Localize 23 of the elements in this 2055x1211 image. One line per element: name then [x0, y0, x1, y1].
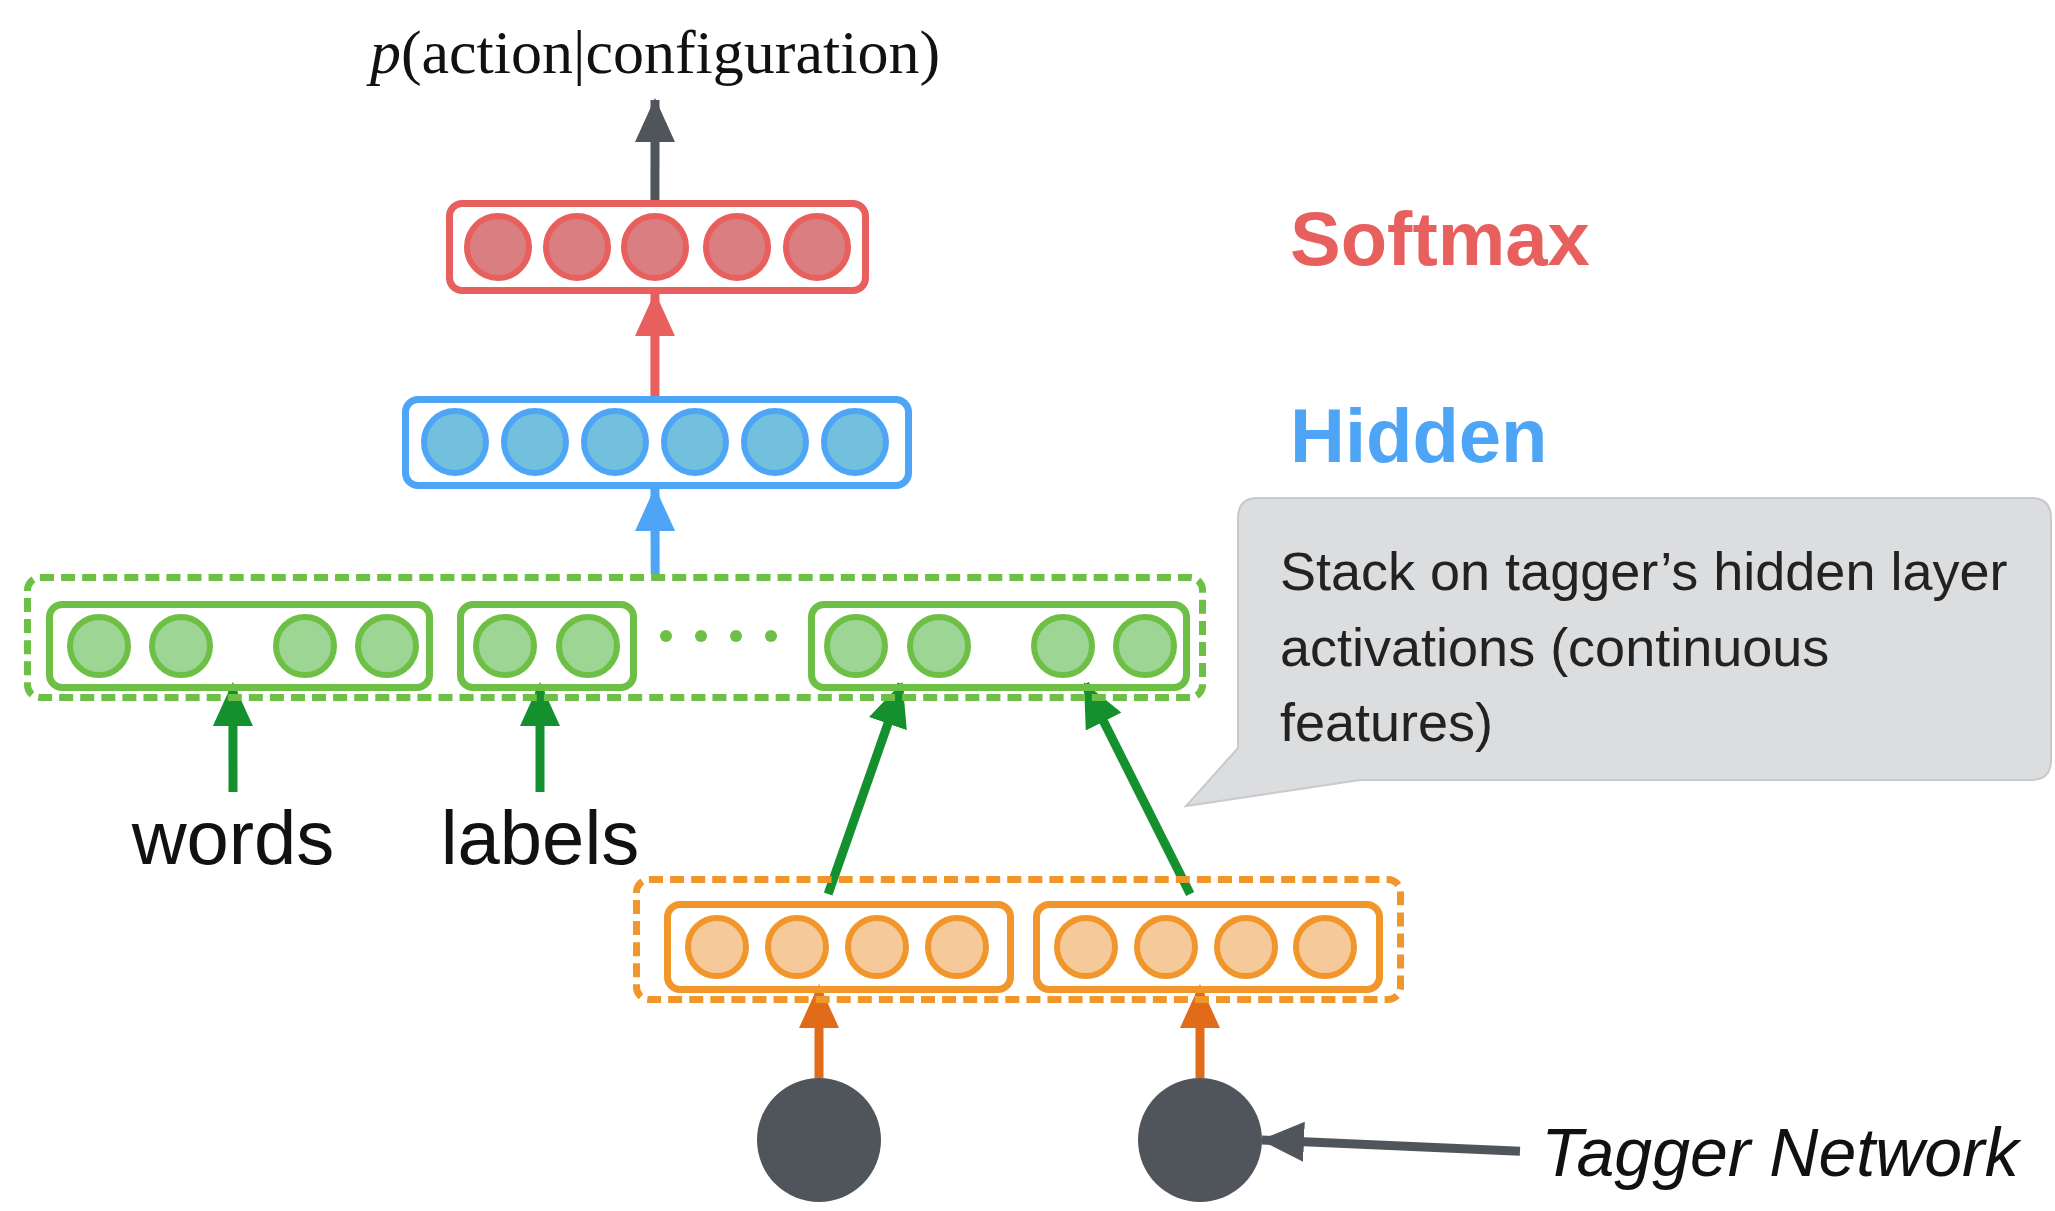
- tagger-hidden-layer: [664, 901, 1014, 993]
- input-layer-group: [24, 574, 1206, 701]
- tagger-features-layer: [808, 601, 1190, 691]
- softmax-layer: [446, 200, 869, 294]
- tagger-hidden-group: [633, 876, 1404, 1003]
- hidden-layer: [402, 396, 912, 489]
- label-features-layer: [457, 601, 637, 691]
- arrow: [635, 98, 675, 200]
- arrow: [520, 682, 560, 792]
- word-features-layer: [46, 601, 433, 691]
- layer-label: Softmax: [1290, 195, 1590, 282]
- layer-label: Hidden: [1290, 392, 1548, 479]
- arrow: [1179, 984, 1220, 1078]
- node-text: words: [131, 793, 335, 881]
- node-text: Tagger Network: [1541, 1113, 2019, 1191]
- arrow: [212, 682, 253, 792]
- arrow: [1260, 1121, 1521, 1162]
- arrow: [799, 984, 840, 1078]
- arrow: [634, 292, 675, 396]
- callout-text: Stack on tagger’s hidden layer activations (continuous features): [1280, 540, 2009, 755]
- tagger-hidden-layer: [1033, 901, 1383, 993]
- arrow: [635, 487, 676, 574]
- node-text: labels: [440, 793, 640, 881]
